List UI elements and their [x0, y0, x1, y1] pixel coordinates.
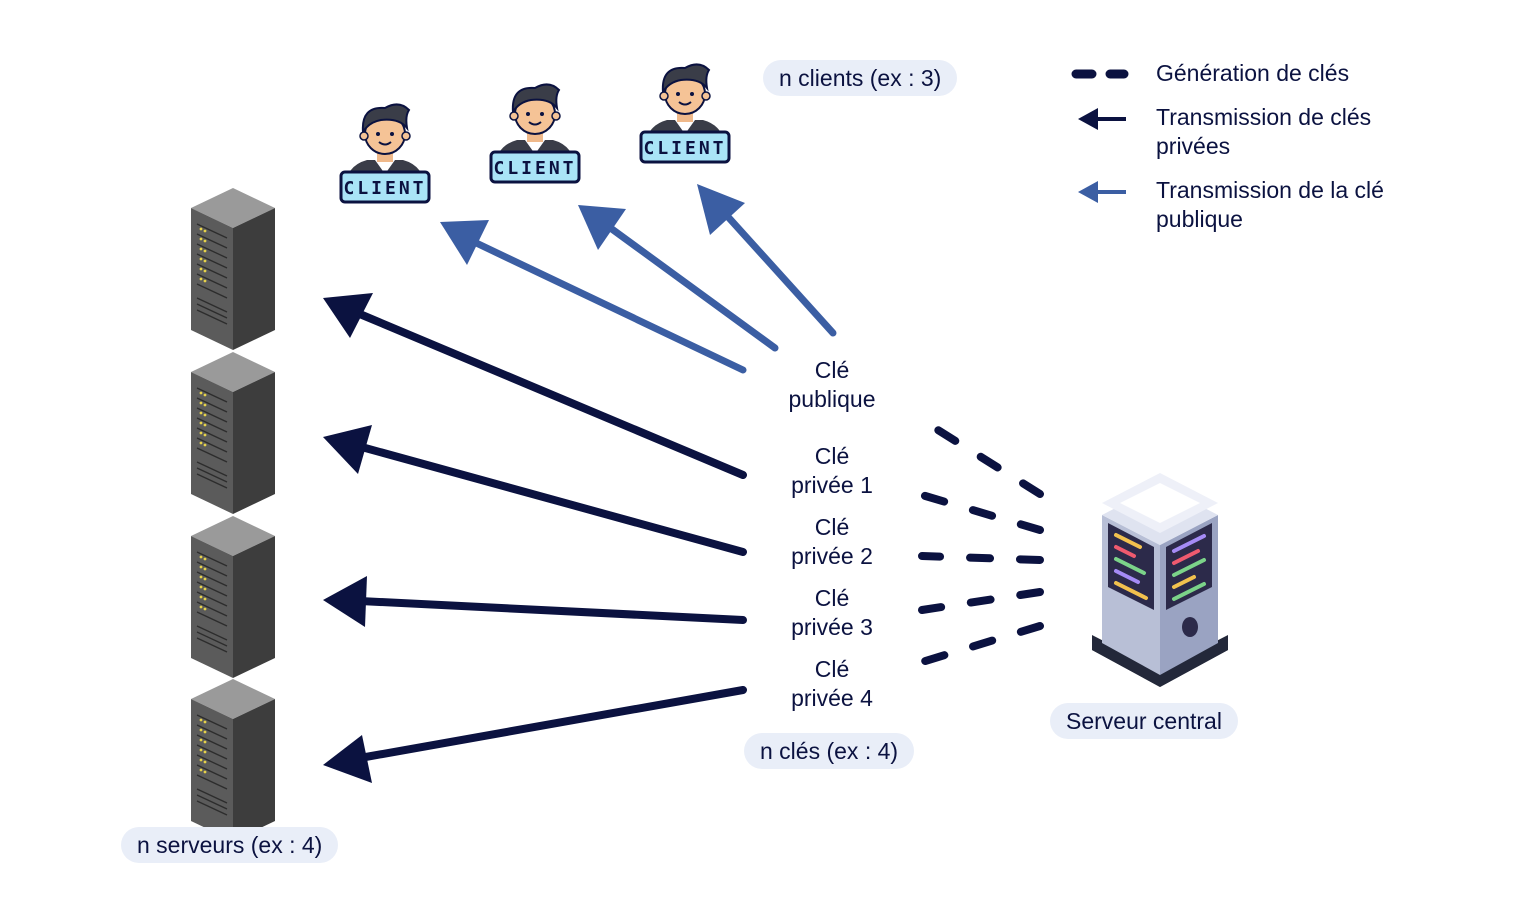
legend-public-line-2: publique — [1156, 206, 1243, 232]
private-key-arrow-4 — [356, 686, 747, 762]
servers-count-pill: n serveurs (ex : 4) — [121, 827, 339, 863]
legend-private-line-2: privées — [1156, 133, 1231, 159]
public-key-label-line-1: Clé — [814, 357, 850, 383]
private-key-arrow-2 — [354, 442, 747, 556]
server-rack-icon — [190, 678, 276, 842]
private-key-label-3: Clé privée 3 — [762, 584, 902, 642]
private-key-arrow-1 — [351, 308, 747, 479]
private-key-label-1: Clé privée 1 — [762, 442, 902, 500]
client-tag-label: CLIENT — [343, 178, 426, 199]
server-rack-icon — [190, 187, 276, 351]
public-key-arrow-3 — [716, 204, 837, 337]
legend-generation-label: Génération de clés — [1156, 60, 1350, 86]
legend-marker-private — [1078, 108, 1126, 130]
keys-count-pill: n clés (ex : 4) — [744, 733, 915, 769]
public-key-label-line-2: publique — [788, 386, 876, 412]
server-rack-2 — [190, 351, 276, 515]
public-key-label: Clé publique — [762, 356, 902, 414]
generation-line-private-3 — [918, 588, 1044, 614]
private-key-1-line-2: privée 1 — [791, 472, 873, 498]
private-key-label-4: Clé privée 4 — [762, 655, 902, 713]
server-rack-icon — [190, 515, 276, 679]
private-key-1-line-1: Clé — [814, 443, 850, 469]
server-rack-3 — [190, 515, 276, 679]
private-key-4-line-1: Clé — [814, 656, 850, 682]
central-server-pill: Serveur central — [1050, 703, 1238, 739]
generation-line-private-1 — [918, 491, 1044, 534]
generation-line-public — [918, 416, 1044, 498]
public-key-arrow-2 — [601, 220, 779, 352]
private-key-2-line-1: Clé — [814, 514, 850, 540]
legend-private-label: Transmission de clés privées — [1156, 103, 1371, 161]
client-3: CLIENT — [639, 62, 731, 164]
client-1: CLIENT — [339, 102, 431, 204]
private-key-3-line-1: Clé — [814, 585, 850, 611]
legend-public-line-1: Transmission de la clé — [1156, 177, 1384, 203]
legend-marker-public — [1078, 181, 1126, 203]
server-rack-icon — [190, 351, 276, 515]
server-rack-1 — [190, 187, 276, 351]
server-rack-4 — [190, 678, 276, 842]
clients-count-pill: n clients (ex : 3) — [763, 60, 958, 96]
private-key-arrow-3 — [356, 597, 747, 624]
private-key-label-2: Clé privée 2 — [762, 513, 902, 571]
generation-line-private-2 — [918, 552, 1044, 564]
legend-public-label: Transmission de la clé publique — [1156, 176, 1384, 234]
client-tag-label: CLIENT — [493, 158, 576, 179]
public-key-arrow-1 — [466, 236, 747, 374]
client-2: CLIENT — [489, 82, 581, 184]
legend-private-line-1: Transmission de clés — [1156, 104, 1372, 130]
client-tag-label: CLIENT — [643, 138, 726, 159]
private-key-4-line-2: privée 4 — [791, 685, 873, 711]
generation-line-private-4 — [918, 622, 1044, 666]
private-key-3-line-2: privée 3 — [791, 614, 873, 640]
private-key-2-line-2: privée 2 — [791, 543, 873, 569]
central-server-icon — [1092, 473, 1228, 687]
